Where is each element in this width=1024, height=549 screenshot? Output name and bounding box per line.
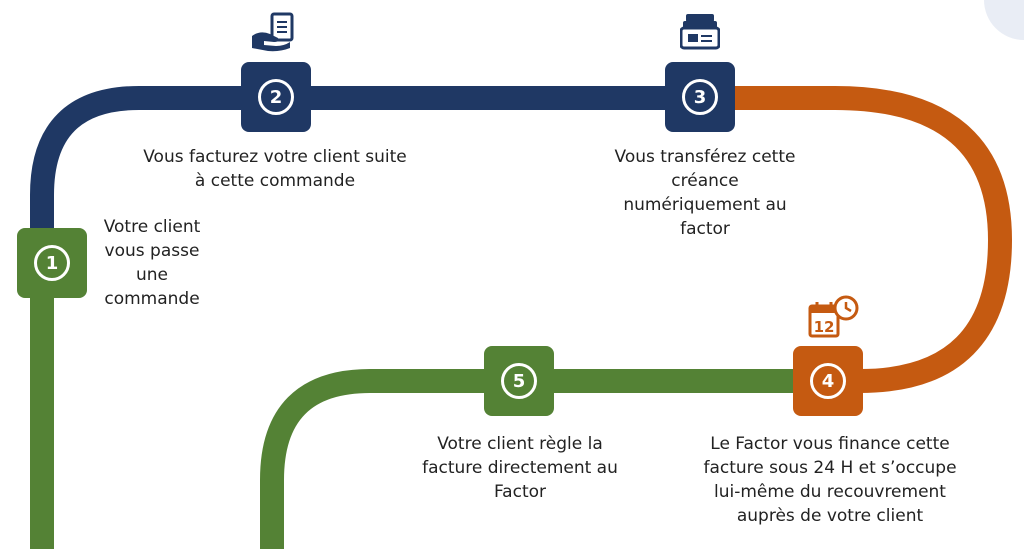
card-file-icon bbox=[680, 14, 720, 50]
calendar-number: 12 bbox=[814, 318, 835, 336]
step-4-number: 4 bbox=[810, 363, 846, 399]
step-3-number: 3 bbox=[682, 79, 718, 115]
step-5-box: 5 bbox=[484, 346, 554, 416]
calendar-clock-icon: 12 bbox=[808, 295, 859, 338]
step-1-number: 1 bbox=[34, 245, 70, 281]
step-5-number: 5 bbox=[501, 363, 537, 399]
path-orange bbox=[700, 86, 1013, 393]
step-2-box: 2 bbox=[241, 62, 311, 132]
step-1-box: 1 bbox=[17, 228, 87, 298]
step-3-box: 3 bbox=[665, 62, 735, 132]
step-1-caption: Votre client vous passe une commande bbox=[103, 217, 201, 309]
step-4-box: 4 bbox=[793, 346, 863, 416]
step-3-caption: Vous transférez cette créance numériquem… bbox=[614, 147, 796, 239]
step-4-caption: Le Factor vous finance cette facture sou… bbox=[703, 434, 957, 526]
step-2-caption: Vous facturez votre client suite à cette… bbox=[143, 147, 407, 191]
step-2-number: 2 bbox=[258, 79, 294, 115]
step-5-caption: Votre client règle la facture directemen… bbox=[422, 434, 618, 502]
path-navy bbox=[30, 86, 700, 240]
invoice-hand-icon bbox=[252, 12, 294, 52]
path-green-right bbox=[260, 369, 826, 549]
